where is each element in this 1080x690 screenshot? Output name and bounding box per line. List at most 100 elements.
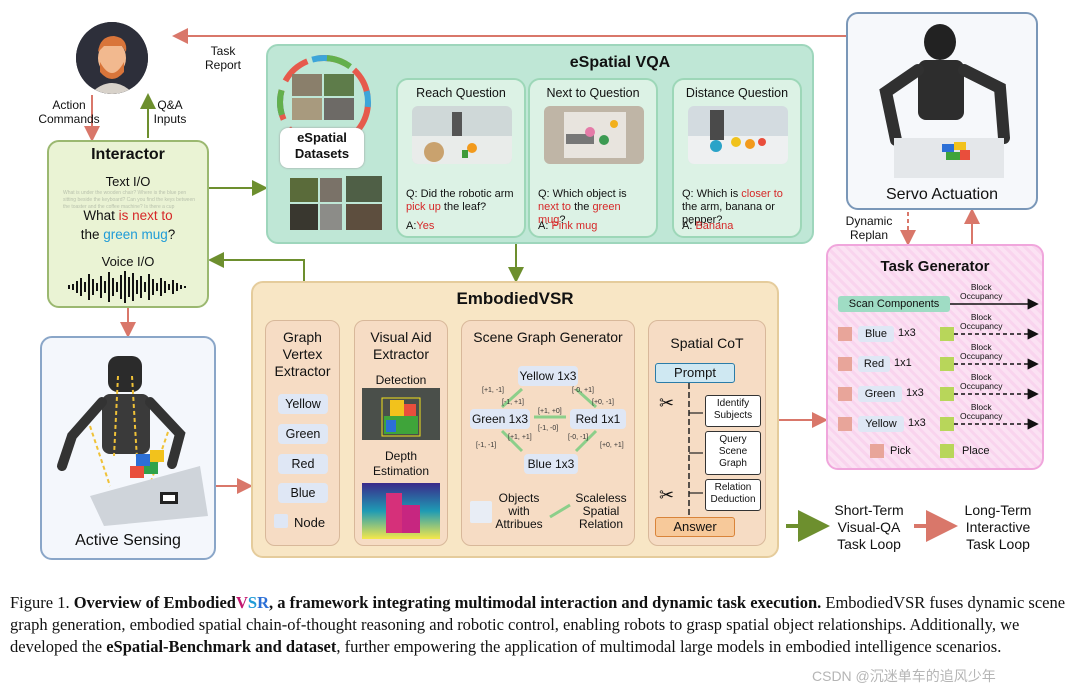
sg-rel-10: [+0, +1] bbox=[600, 442, 624, 449]
q-line1-b: is next to bbox=[118, 208, 173, 223]
relation-legend-label: Scaleless Spatial Relation bbox=[575, 491, 627, 531]
vertex-green: Green bbox=[278, 424, 328, 444]
dist-q-hl: closer to bbox=[741, 188, 783, 200]
place-legend-label: Place bbox=[962, 445, 990, 457]
sg-node-blue: Blue 1x3 bbox=[524, 454, 578, 474]
place-legend-swatch bbox=[940, 444, 954, 458]
dist-q-post: the arm, banana or pepper? bbox=[682, 201, 775, 226]
task-report-label: Task Report bbox=[204, 44, 242, 72]
sg-node-yellow: Yellow 1x3 bbox=[518, 366, 578, 386]
detection-image bbox=[362, 388, 440, 440]
caption-rest-2: , further empowering the application of … bbox=[336, 637, 1002, 656]
cot-step-identify: Identify Subjects bbox=[705, 395, 761, 427]
action-commands-label: Action Commands bbox=[38, 98, 100, 126]
person-icon bbox=[76, 22, 148, 94]
short-term-loop-label: Short-Term Visual-QA Task Loop bbox=[834, 502, 904, 552]
distance-answer: A: Banana bbox=[682, 220, 733, 232]
caption-bold-r: R bbox=[257, 593, 269, 612]
watermark: CSDN @沉迷单车的追风少年 bbox=[812, 668, 996, 684]
sg-rel-9: [-0, -1] bbox=[568, 434, 589, 441]
caption-rest-1: EmbodiedVSR fuses dynamic scene graph ge… bbox=[10, 593, 1066, 656]
block-occ-label-3: Block Occupancy bbox=[960, 372, 1003, 391]
waveform-icon bbox=[68, 271, 186, 303]
sg-rel-7: [-1, -1] bbox=[476, 442, 497, 449]
sg-rel-3: [-0, +1] bbox=[572, 387, 594, 394]
next-to-question-title: Next to Question bbox=[546, 86, 640, 100]
next-to-answer: A: Pink mug bbox=[538, 220, 597, 232]
row-green-color: Green bbox=[858, 386, 902, 402]
active-sensing-panel: Active Sensing bbox=[40, 336, 216, 560]
reach-question-image bbox=[412, 106, 512, 164]
node-legend-swatch bbox=[274, 514, 288, 528]
scene-graph-edges bbox=[500, 387, 598, 453]
graph-vertex-extractor: Graph Vertex Extractor Yellow Green Red … bbox=[265, 320, 340, 546]
q-line2-b: green mug bbox=[103, 227, 168, 242]
row-yellow-color: Yellow bbox=[858, 416, 904, 432]
distance-question-title: Distance Question bbox=[685, 86, 789, 100]
next-q-hl2: green mug bbox=[538, 201, 621, 226]
reach-answer: A:Yes bbox=[406, 220, 434, 232]
scene-graph-generator: Scene Graph Generator Yellow 1x3 Green 1… bbox=[461, 320, 635, 546]
block-occ-label-2: Block Occupancy bbox=[960, 342, 1003, 361]
text-io-label: Text I/O bbox=[105, 174, 151, 189]
caption-bold-bench: eSpatial-Benchmark and dataset bbox=[106, 637, 337, 656]
row-red-size: 1x1 bbox=[894, 357, 912, 369]
sg-rel-8: [+1, +1] bbox=[508, 434, 532, 441]
detection-label: Detection bbox=[375, 373, 427, 387]
cot-prompt: Prompt bbox=[655, 363, 735, 383]
caption-fig-label: Figure 1. bbox=[10, 593, 74, 612]
relation-legend-swatch bbox=[549, 503, 571, 519]
place-swatch-yellow bbox=[940, 417, 954, 431]
sg-rel-6: [-1, -0] bbox=[538, 425, 559, 432]
vertex-blue: Blue bbox=[278, 483, 328, 503]
next-to-question-card: Next to Question Q: Which object is next… bbox=[528, 78, 658, 238]
servo-title: Servo Actuation bbox=[885, 186, 999, 203]
objects-legend-label: Objects with Attribues bbox=[495, 491, 543, 531]
next-q-hl: next to bbox=[538, 201, 572, 213]
sg-rel-2: [-1, +1] bbox=[502, 399, 524, 406]
pick-swatch-yellow bbox=[838, 417, 852, 431]
distance-question-image bbox=[688, 106, 788, 164]
q-line2-c: ? bbox=[167, 227, 176, 242]
dist-a-val: Banana bbox=[695, 220, 734, 232]
next-to-question-image bbox=[544, 106, 644, 164]
vertex-yellow: Yellow bbox=[278, 394, 328, 414]
reach-a-pre: A: bbox=[406, 220, 417, 232]
reach-q-post: the leaf? bbox=[440, 201, 487, 213]
vertex-red: Red bbox=[278, 454, 328, 474]
gve-title: Graph Vertex Extractor bbox=[274, 329, 331, 379]
node-legend-label: Node bbox=[294, 515, 326, 530]
dist-q-pre: Q: Which is bbox=[682, 188, 742, 200]
dist-a-pre: A: bbox=[682, 220, 696, 232]
reach-q-pre: Q: Did the robotic arm bbox=[406, 188, 514, 200]
reach-q-hl: pick up bbox=[406, 201, 441, 213]
pick-legend-label: Pick bbox=[890, 445, 911, 457]
scissors-icon: ✂ bbox=[659, 393, 675, 413]
scissors-icon-2: ✂ bbox=[659, 485, 675, 505]
row-blue-color: Blue bbox=[858, 326, 894, 342]
robot-sensing-image bbox=[57, 356, 208, 526]
depth-label: Depth Estimation bbox=[372, 449, 430, 478]
reach-question-text: Q: Did the robotic arm pick up the leaf? bbox=[406, 188, 518, 214]
cot-flow-lines bbox=[688, 383, 703, 521]
reach-a-val: Yes bbox=[416, 220, 435, 232]
task-generator-panel: Task Generator Scan Components Block Occ… bbox=[826, 244, 1044, 470]
datasets-label: eSpatial Datasets bbox=[280, 128, 364, 168]
place-swatch-blue bbox=[940, 327, 954, 341]
active-sensing-title: Active Sensing bbox=[75, 532, 181, 549]
caption-bold-s: S bbox=[247, 593, 258, 612]
block-occ-label-0: Block Occupancy bbox=[960, 282, 1003, 301]
pick-swatch-blue bbox=[838, 327, 852, 341]
scan-components: Scan Components bbox=[838, 296, 950, 312]
pick-swatch-red bbox=[838, 357, 852, 371]
sg-node-green: Green 1x3 bbox=[470, 409, 530, 429]
q-line1-a: What bbox=[83, 208, 119, 223]
next-a-pre: A: bbox=[538, 220, 552, 232]
q-line2-a: the bbox=[80, 227, 104, 242]
block-occ-label-4: Block Occupancy bbox=[960, 402, 1003, 421]
distance-question-text: Q: Which is closer to the arm, banana or… bbox=[682, 188, 794, 227]
reach-question-card: Reach Question Q: Did the robotic arm pi… bbox=[396, 78, 526, 238]
vae-title: Visual Aid Extractor bbox=[370, 329, 432, 362]
row-green-size: 1x3 bbox=[906, 387, 924, 399]
sg-node-red: Red 1x1 bbox=[570, 409, 626, 429]
